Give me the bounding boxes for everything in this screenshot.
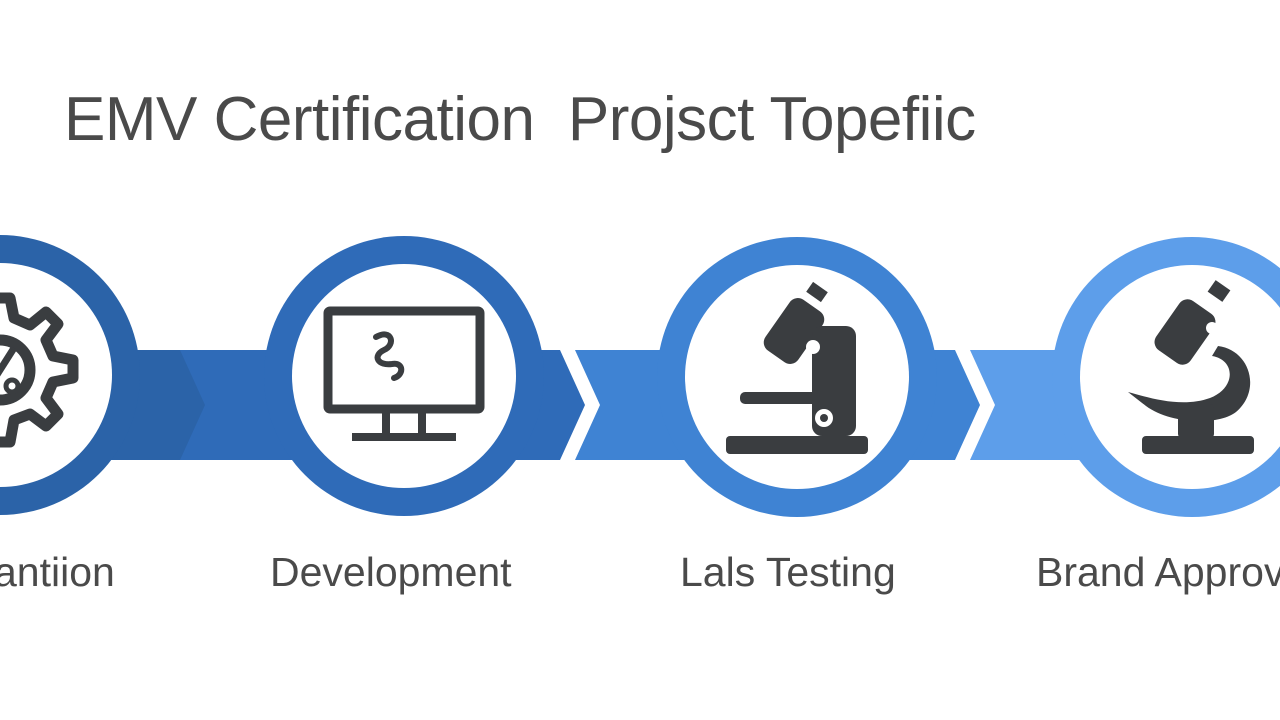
step-label-2: Development (270, 549, 512, 595)
page-title: EMV Certification Projsct Topefiic (64, 85, 976, 154)
step-label-3: Lals Testing (680, 549, 896, 595)
step-4-node (1052, 237, 1280, 517)
step-label-1: antiion (0, 549, 115, 595)
microscope-icon (726, 281, 868, 454)
step-2-node (264, 236, 544, 516)
monitor-icon (323, 306, 485, 441)
step-1-node (0, 235, 140, 515)
step-label-4: Brand Approv (1036, 549, 1280, 595)
gear-percent-icon (0, 292, 79, 448)
microscope-icon (1128, 280, 1254, 454)
step-3-node (657, 237, 937, 517)
